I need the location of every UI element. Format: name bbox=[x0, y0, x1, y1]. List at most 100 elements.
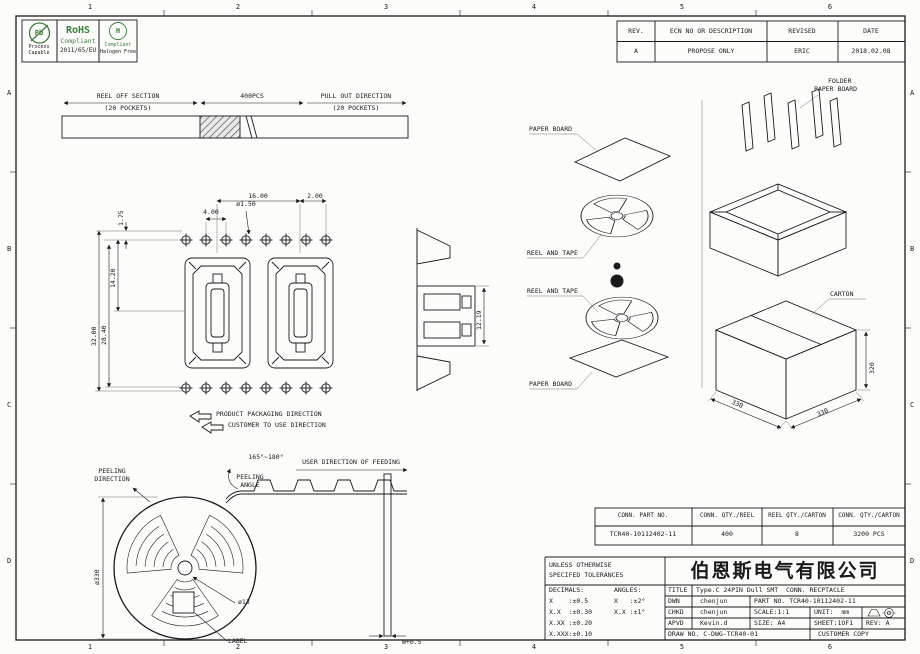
rohs-caption-1: Compliant bbox=[60, 37, 96, 45]
rohs-title: RoHS bbox=[65, 25, 91, 36]
packaging-direction-notes bbox=[189, 410, 224, 434]
revision-table-grid bbox=[616, 20, 906, 63]
zone-col-label: 6 bbox=[827, 643, 833, 651]
dim-pocket-depth: 12.19 bbox=[475, 310, 483, 330]
label-carton: CARTON bbox=[830, 290, 854, 298]
pb-caption-1: Process bbox=[28, 44, 50, 50]
qty-cell-reel-carton: 8 bbox=[795, 530, 799, 538]
qty-cell-part-no: TCR40-10112402-11 bbox=[609, 530, 677, 538]
dim-edge-margin: 1.75 bbox=[117, 210, 125, 226]
rev-value: REV: A bbox=[866, 619, 890, 627]
rev-header-desc: ECN NO OR DESCRIPTION bbox=[669, 27, 753, 35]
label-peeling-1: PEELING bbox=[98, 467, 126, 475]
tol-decimal-3: X.XX :±0.20 bbox=[549, 619, 593, 627]
zone-col-label: 3 bbox=[383, 643, 389, 651]
dim-pocket-pitch: 16.00 bbox=[248, 192, 268, 200]
reel-off-section-label: REEL OFF SECTION bbox=[96, 92, 160, 100]
zone-col-label: 6 bbox=[827, 3, 833, 11]
reel-off-pockets-label: (20 POCKETS) bbox=[104, 104, 152, 112]
zone-col-label: 4 bbox=[531, 3, 537, 11]
title-label: TITLE bbox=[668, 586, 688, 594]
tolerance-note-2: SPECIFED TOLERANCES bbox=[549, 571, 624, 579]
draw-no: DRAW NO. C-DWG-TCR40-01 bbox=[668, 630, 759, 638]
halogen-free-icon bbox=[109, 22, 127, 40]
tolerance-note-1: UNLESS OTHERWISE bbox=[549, 561, 612, 569]
rev-cell-rev: A bbox=[634, 47, 638, 55]
label-paper-board-bottom: PAPER BOARD bbox=[529, 380, 573, 388]
zone-col-label: 2 bbox=[235, 643, 241, 651]
dim-carton-height: 320 bbox=[868, 362, 876, 374]
tape-strip-drawing bbox=[61, 100, 409, 139]
label-reel-and-tape-2: REEL AND TAPE bbox=[527, 287, 578, 295]
label-reel-label: LABEL bbox=[228, 637, 248, 645]
qty-header-part-no: CONN. PART NO. bbox=[617, 512, 669, 519]
tol-decimal-4: X.XXX:±0.10 bbox=[549, 630, 593, 638]
sheet-value: SHEET:1OF1 bbox=[814, 619, 854, 627]
carrier-tape-front-view bbox=[95, 198, 334, 395]
dim-hole-offset: 2.00 bbox=[307, 192, 323, 200]
rohs-caption-2: 2011/65/EU bbox=[59, 47, 97, 54]
rev-cell-revised: ERIC bbox=[794, 47, 810, 55]
pb-caption-2: Capable bbox=[28, 50, 50, 56]
label-folder-2: PAPER BOARD bbox=[814, 85, 858, 93]
dwn-label: DWN bbox=[668, 597, 680, 605]
tol-decimal-2: X.X :±0.30 bbox=[549, 608, 593, 616]
pb-free-icon bbox=[28, 22, 51, 44]
pb-symbol: Pb bbox=[34, 29, 44, 37]
dim-pocket-height: 14.20 bbox=[109, 268, 117, 288]
qty-table-grid bbox=[594, 507, 906, 546]
tape-side-strip bbox=[369, 473, 406, 639]
apvd-label: APVD bbox=[668, 619, 684, 627]
part-no: PART NO. TCR40-10112402-11 bbox=[754, 597, 856, 605]
reel-front-view bbox=[98, 467, 408, 642]
qty-cell-per-reel: 400 bbox=[721, 530, 733, 538]
title-block-grid bbox=[544, 556, 905, 640]
dim-tape-w: W+0.5 bbox=[402, 638, 422, 646]
tol-angle-2: X.X :±1° bbox=[614, 608, 646, 616]
qty-header-per-reel: CONN. QTY./REEL bbox=[699, 512, 755, 519]
rev-header-revised: REVISED bbox=[788, 27, 816, 35]
apvd-name: Kevin.d bbox=[700, 619, 728, 627]
scale-value: SCALE:1:1 bbox=[754, 608, 790, 616]
compliance-badges bbox=[21, 19, 138, 63]
dim-hole-dia: ø1.50 bbox=[236, 200, 256, 208]
pull-out-direction-label: PULL OUT DIRECTION bbox=[320, 92, 392, 100]
dim-inner-width: 28.40 bbox=[100, 325, 108, 345]
label-angle-range: 165°~180° bbox=[248, 453, 284, 461]
label-peeling-2: DIRECTION bbox=[94, 475, 130, 483]
zone-row-label: B bbox=[910, 245, 915, 253]
unit-value: UNIT: mm bbox=[814, 608, 850, 616]
pull-out-pockets-label: (20 POCKETS) bbox=[332, 104, 380, 112]
angles-label: ANGLES: bbox=[614, 586, 642, 594]
halogen-symbol: H bbox=[115, 27, 121, 35]
dim-hole-pitch: 4.00 bbox=[203, 208, 219, 216]
dim-tape-width: 32.00 bbox=[90, 326, 98, 346]
tape-qty-label: 400PCS bbox=[240, 92, 264, 100]
zone-col-label: 3 bbox=[383, 3, 389, 11]
zone-row-label: A bbox=[7, 89, 12, 97]
zone-row-label: A bbox=[910, 89, 915, 97]
decimals-label: DECIMALS: bbox=[549, 586, 585, 594]
label-folder-1: FOLDER bbox=[828, 77, 852, 85]
zone-row-label: C bbox=[7, 401, 12, 409]
rev-header-date: DATE bbox=[863, 27, 879, 35]
zone-row-label: D bbox=[910, 557, 915, 565]
label-peeling-angle-2: ANGLE bbox=[240, 481, 260, 489]
label-paper-board-top: PAPER BOARD bbox=[529, 125, 573, 133]
carrier-tape-side-view bbox=[416, 228, 489, 391]
third-angle-projection-icon bbox=[867, 608, 896, 618]
customer-copy: CUSTOMER COPY bbox=[818, 630, 869, 638]
dim-reel-dia: ø330 bbox=[93, 569, 101, 585]
sheet-frame bbox=[10, 10, 911, 646]
zone-row-label: C bbox=[910, 401, 915, 409]
label-user-direction: USER DIRECTION OF FEEDING bbox=[302, 458, 400, 466]
tol-angle-1: X :±2° bbox=[614, 597, 646, 605]
dwn-name: chenjun bbox=[700, 597, 728, 605]
halogen-caption-1: Compliant bbox=[104, 42, 132, 48]
zone-col-label: 2 bbox=[235, 3, 241, 11]
note-product-packaging-direction: PRODUCT PACKAGING DIRECTION bbox=[216, 410, 322, 418]
chkd-label: CHKD bbox=[668, 608, 684, 616]
qty-header-per-carton: CONN. QTY./CARTON bbox=[838, 512, 900, 519]
title-value: Type.C 24PIN Dull SMT CONN. RECPTACLE bbox=[696, 586, 845, 594]
